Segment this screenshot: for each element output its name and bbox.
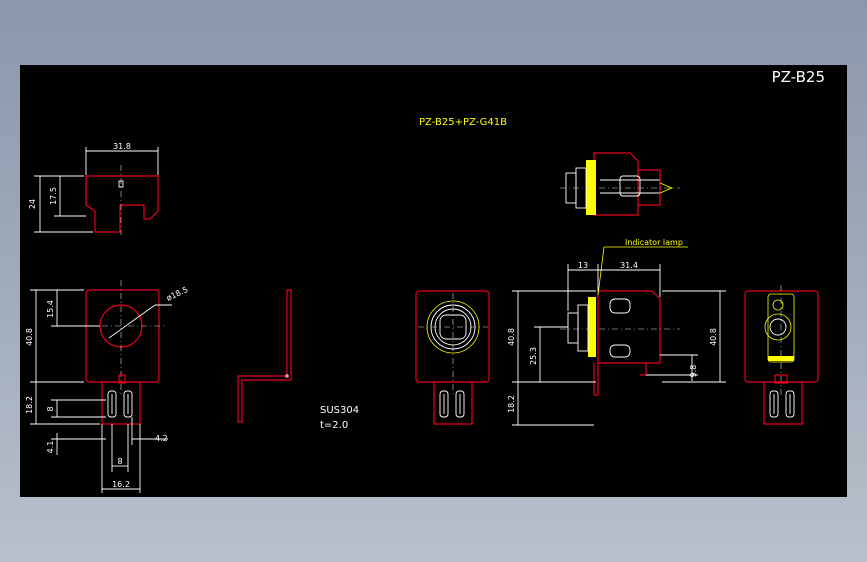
dim-9-8: 9.8	[689, 365, 698, 378]
dim-40-8-left: 40.8	[25, 328, 34, 346]
front-view: ø18.5 40.8 15.4 18.2 8 4.1 4.2	[25, 280, 189, 493]
back-view	[744, 285, 819, 425]
bracket-profile: SUS304 t=2.0	[237, 289, 359, 431]
dim-18-2-left: 18.2	[25, 396, 34, 414]
dim-13: 13	[578, 261, 588, 270]
dim-17-5: 17.5	[49, 187, 58, 205]
thickness-label: t=2.0	[320, 420, 348, 431]
assembly-top-view	[560, 152, 680, 216]
dim-4-1: 4.1	[46, 441, 55, 454]
cad-drawing: PZ-B25 PZ-B25+PZ-G41B 31.8 24 17.5 ø18.5	[25, 68, 825, 493]
dim-dia-18-5: ø18.5	[165, 285, 189, 303]
dim-16-2: 16.2	[112, 480, 130, 489]
top-view: 31.8 24 17.5	[28, 142, 159, 235]
drawing-sheet: PZ-B25 PZ-B25+PZ-G41B 31.8 24 17.5 ø18.5	[20, 65, 847, 497]
assembly-side-view: Indicator lamp 13 31.4 40.8 25.3 18.2 9.…	[507, 238, 726, 426]
dim-4-2: 4.2	[155, 434, 168, 443]
dim-8-vertical: 8	[46, 406, 55, 411]
dim-25-3: 25.3	[529, 347, 538, 365]
dim-8-horizontal: 8	[117, 457, 122, 466]
dim-24: 24	[28, 199, 37, 209]
dim-15-4: 15.4	[46, 300, 55, 318]
dim-31-8: 31.8	[113, 142, 131, 151]
dim-31-4: 31.4	[620, 261, 638, 270]
assembly-front-view	[415, 290, 490, 425]
indicator-lamp-callout: Indicator lamp	[625, 238, 683, 247]
material-label: SUS304	[320, 405, 359, 416]
dim-40-8-mid: 40.8	[507, 328, 516, 346]
assembly-title: PZ-B25+PZ-G41B	[419, 117, 507, 128]
dim-40-8-right: 40.8	[709, 328, 718, 346]
sheet-title: PZ-B25	[772, 68, 825, 86]
dim-18-2-mid: 18.2	[507, 395, 516, 413]
